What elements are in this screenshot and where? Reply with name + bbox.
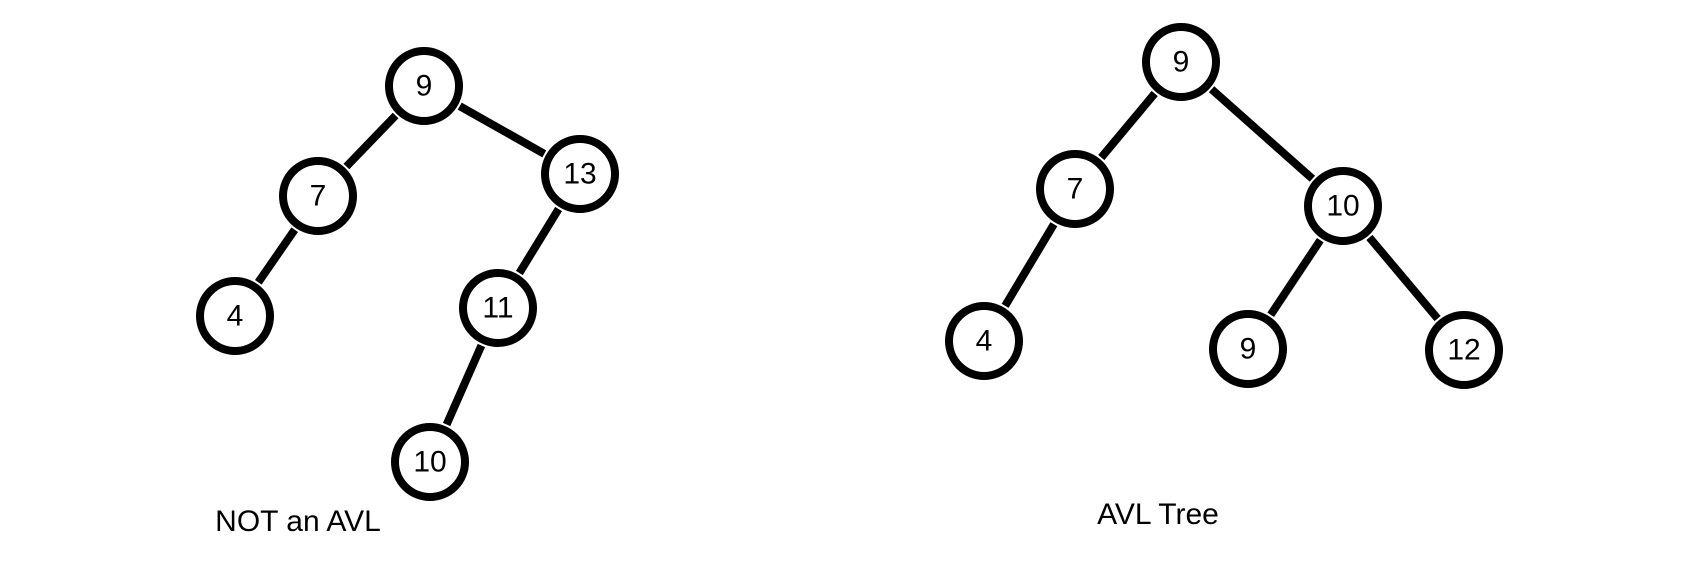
left-tree-node: 9 bbox=[385, 47, 463, 125]
left-tree-node: 4 bbox=[196, 277, 274, 355]
right-tree-node-label: 4 bbox=[976, 325, 993, 358]
right-tree-node-label: 10 bbox=[1326, 190, 1359, 223]
left-tree-node-label: 7 bbox=[310, 180, 327, 213]
right-tree-edges bbox=[1001, 86, 1441, 322]
left-tree-caption: NOT an AVL bbox=[215, 505, 381, 538]
right-tree-node-circle bbox=[1425, 311, 1503, 389]
left-tree-node-circle bbox=[385, 47, 463, 125]
right-tree-edge bbox=[1366, 234, 1441, 322]
right-tree-node: 12 bbox=[1425, 311, 1503, 389]
right-tree-node-circle bbox=[1036, 150, 1114, 228]
right-tree-node: 10 bbox=[1304, 167, 1382, 245]
right-tree-node-label: 7 bbox=[1067, 173, 1084, 206]
left-tree-node-circle bbox=[459, 269, 537, 347]
left-tree-edge bbox=[442, 343, 486, 427]
left-tree-node-label: 11 bbox=[482, 292, 513, 325]
right-tree-node-circle bbox=[1209, 310, 1287, 388]
right-tree-node-circle bbox=[1142, 23, 1220, 101]
left-tree-edges bbox=[255, 102, 563, 427]
left-tree-node: 11 bbox=[459, 269, 537, 347]
left-tree-edge bbox=[515, 206, 563, 276]
left-tree-node-label: 13 bbox=[563, 158, 596, 191]
right-tree-node: 4 bbox=[945, 302, 1023, 380]
left-tree-nodes: 9 7 13 4 11 10 bbox=[196, 47, 619, 501]
right-tree-node-label: 12 bbox=[1447, 334, 1480, 367]
right-tree-node-label: 9 bbox=[1240, 333, 1257, 366]
left-tree-node-label: 9 bbox=[416, 70, 433, 103]
right-tree-edge bbox=[1267, 237, 1324, 318]
right-tree-nodes: 9 7 10 4 9 12 bbox=[945, 23, 1503, 389]
left-tree-node: 10 bbox=[391, 423, 469, 501]
left-tree-node-label: 10 bbox=[413, 446, 446, 479]
left-tree: 9 7 13 4 11 10 NOT an AVL bbox=[196, 47, 619, 538]
right-tree: 9 7 10 4 9 12 AVL Tree bbox=[945, 23, 1503, 531]
left-tree-node-label: 4 bbox=[227, 300, 244, 333]
right-tree-edge bbox=[1098, 90, 1158, 161]
left-tree-node-circle bbox=[279, 157, 357, 235]
left-tree-edge bbox=[457, 102, 547, 158]
right-tree-node-label: 9 bbox=[1173, 46, 1190, 79]
left-tree-node: 7 bbox=[279, 157, 357, 235]
right-tree-edge bbox=[1001, 222, 1058, 308]
left-tree-edge bbox=[343, 112, 399, 170]
left-tree-node: 13 bbox=[541, 135, 619, 213]
right-tree-node: 7 bbox=[1036, 150, 1114, 228]
right-tree-caption: AVL Tree bbox=[1097, 498, 1219, 531]
right-tree-node: 9 bbox=[1209, 310, 1287, 388]
right-tree-edge bbox=[1208, 86, 1316, 182]
left-tree-node-circle bbox=[196, 277, 274, 355]
left-tree-node-circle bbox=[541, 135, 619, 213]
right-tree-node-circle bbox=[1304, 167, 1382, 245]
right-tree-node: 9 bbox=[1142, 23, 1220, 101]
left-tree-edge bbox=[255, 227, 298, 285]
left-tree-node-circle bbox=[391, 423, 469, 501]
right-tree-node-circle bbox=[945, 302, 1023, 380]
